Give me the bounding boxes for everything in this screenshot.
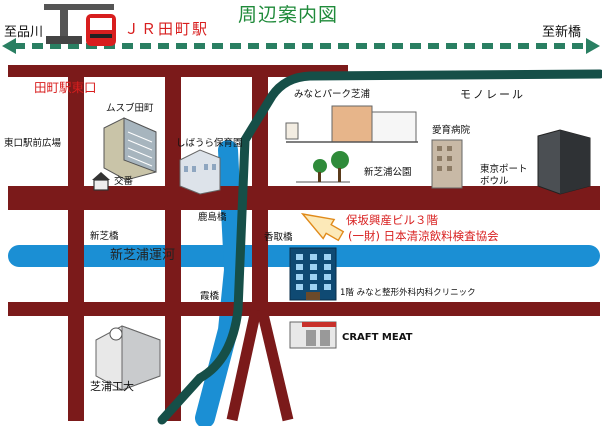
building-hospital [431,139,463,189]
destination-arrow [300,212,345,242]
building-bowling [537,129,591,195]
train-icon [86,14,116,46]
map-title: 周辺案内図 [238,4,339,26]
station-east-exit: 田町駅東口 [34,80,97,95]
monorail-line [157,69,602,425]
bridge-kasumi: 霞橋 [200,291,220,302]
bowling-label: 東京ポート ボウル [480,164,528,187]
direction-shinbashi: 至新橋 [542,25,582,40]
craft-meat-label: CRAFT MEAT [342,332,413,343]
koban-label: 交番 [114,176,134,187]
east-exit-plaza-label: 東口駅前広場 [4,138,62,149]
roads [8,65,600,421]
building-minato-park [285,105,418,143]
station-icon [44,4,114,44]
university-label: 芝浦工大 [90,380,134,393]
building-craft-meat [289,321,337,349]
nursery-label: しばうら保育園 [176,138,243,149]
building-musupu [103,117,157,181]
building-university [95,325,161,391]
hospital-label: 愛育病院 [432,125,471,136]
destination-building-label: 保坂興産ビル３階 [346,213,438,227]
canal-label: 新芝浦運河 [110,248,176,263]
monorail-label: モノレール [460,88,525,101]
destination-org-label: (一財) 日本清涼飲料検査協会 [348,229,499,243]
koban-icon [92,172,110,191]
road-diagonal-a [226,308,262,422]
bridge-katori: 香取橋 [264,232,293,243]
minato-park-label: みなとパーク芝浦 [294,89,371,100]
bridge-kashima: 鹿島橋 [198,212,227,223]
road-diagonal-b [256,308,294,422]
bridge-shinshiba: 新芝橋 [90,231,119,242]
clinic-label: 1階 みなと整形外科内科クリニック [340,288,476,298]
destination-building [289,247,337,301]
jr-station-name: ＪＲ田町駅 [124,20,210,38]
direction-shinagawa: 至品川 [4,25,44,40]
park-trees [296,151,350,183]
building-nursery [179,149,221,195]
park-label: 新芝浦公園 [364,167,412,178]
musupu-label: ムスブ田町 [106,103,154,114]
